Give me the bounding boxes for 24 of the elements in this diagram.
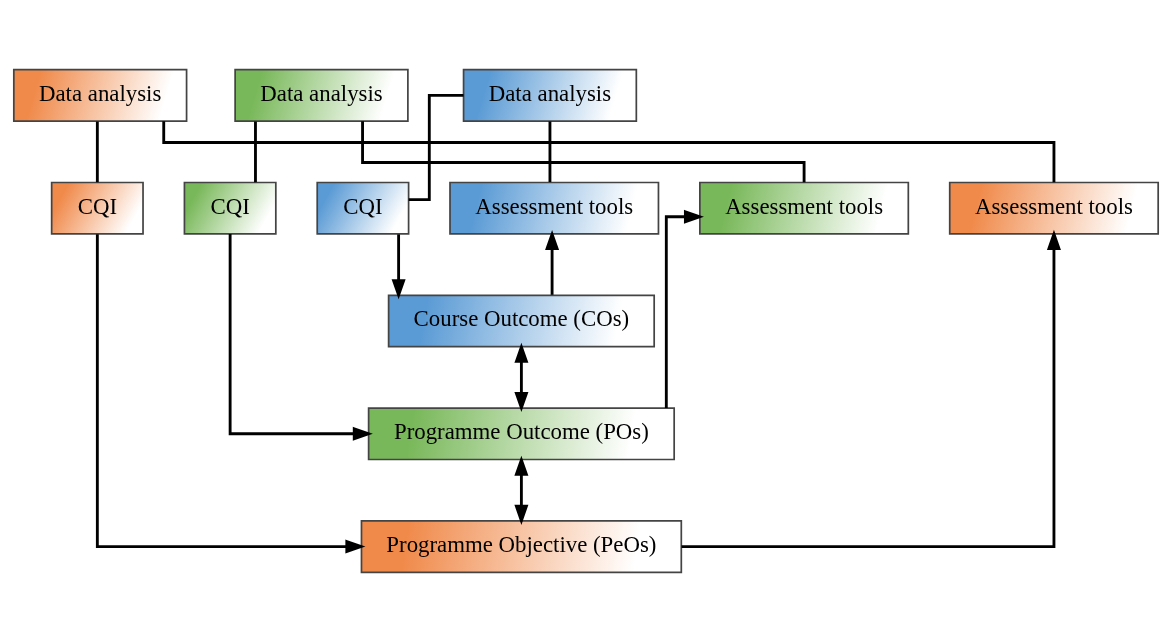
node-box: Assessment tools — [699, 181, 910, 235]
arrow — [514, 342, 529, 412]
arrow — [228, 233, 373, 441]
arrow — [391, 233, 406, 299]
connector — [95, 121, 99, 182]
node-box: Data analysis — [12, 68, 188, 122]
arrow — [95, 233, 366, 554]
arrow — [664, 209, 704, 408]
arrow — [545, 229, 560, 295]
node-box: CQI — [316, 181, 410, 235]
node-box: Course Outcome (COs) — [387, 293, 656, 348]
node-box: Data analysis — [234, 68, 409, 122]
node-box: Programme Outcome (POs) — [367, 406, 676, 460]
node-box: CQI — [183, 181, 277, 235]
node-box: Assessment tools — [948, 181, 1160, 235]
node-box: Data analysis — [462, 68, 638, 122]
node-box: CQI — [50, 181, 144, 235]
arrow — [514, 455, 529, 525]
node-box: Assessment tools — [449, 181, 660, 235]
connector — [548, 120, 552, 182]
arrow — [681, 229, 1061, 548]
connector — [254, 121, 257, 182]
node-box: Programme Objective (PeOs) — [360, 519, 683, 573]
connector — [162, 120, 1056, 182]
